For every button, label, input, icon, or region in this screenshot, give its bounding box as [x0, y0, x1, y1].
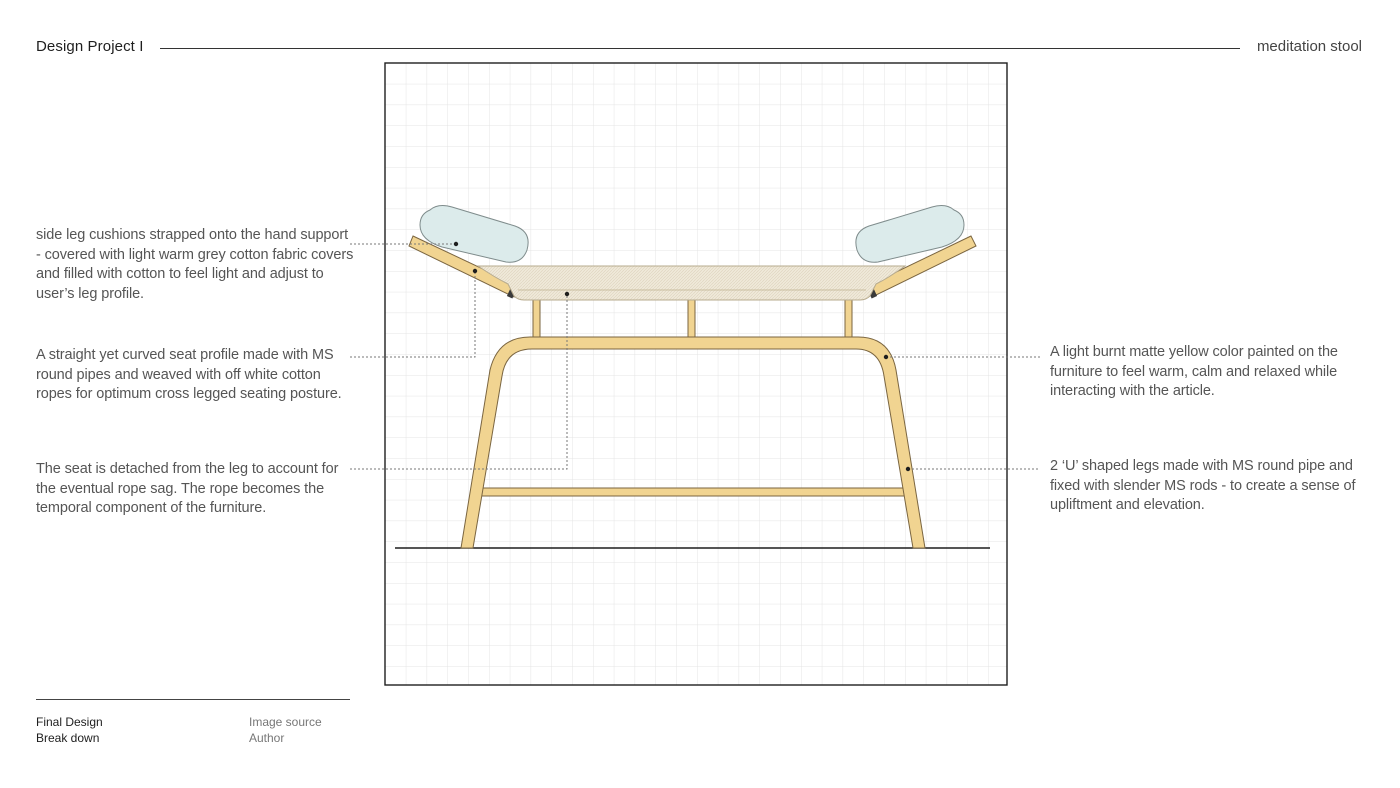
cushion-left — [419, 205, 529, 263]
support-post-left — [532, 296, 541, 340]
footer-line-1: Final Design — [36, 715, 103, 729]
cushions — [419, 205, 965, 263]
support-post-center — [687, 296, 696, 340]
cross-rod — [479, 487, 907, 497]
leader-detached-seat — [350, 294, 568, 470]
leader-lines — [350, 243, 1040, 470]
woven-seat — [476, 265, 907, 301]
leader-dots — [453, 241, 911, 472]
leader-seat-profile — [350, 271, 476, 358]
page-subtitle: meditation stool — [1256, 38, 1362, 55]
annotation-cushions: side leg cushions strapped onto the hand… — [36, 227, 354, 302]
annotation-color: A light burnt matte yellow color painted… — [1050, 344, 1338, 399]
seat — [408, 235, 977, 301]
footer-rule — [36, 699, 350, 700]
cushion-right — [855, 205, 965, 263]
footer-label-2: Author — [249, 731, 285, 745]
footer-source: Image source Author — [249, 714, 322, 746]
footer-caption: Final Design Break down — [36, 714, 103, 746]
annotation-detached-seat: The seat is detached from the leg to acc… — [36, 461, 339, 516]
footer-label-1: Image source — [249, 715, 322, 729]
annotation-seat-profile: A straight yet curved seat profile made … — [36, 347, 342, 402]
footer-line-2: Break down — [36, 731, 100, 745]
header-rule — [160, 48, 1240, 49]
u-leg — [460, 336, 926, 549]
grid-panel — [384, 62, 1008, 686]
support-post-right — [844, 296, 853, 340]
leg-frame — [460, 296, 926, 549]
page-title: Design Project I — [36, 38, 144, 55]
annotation-legs: 2 ‘U’ shaped legs made with MS round pip… — [1050, 458, 1356, 513]
